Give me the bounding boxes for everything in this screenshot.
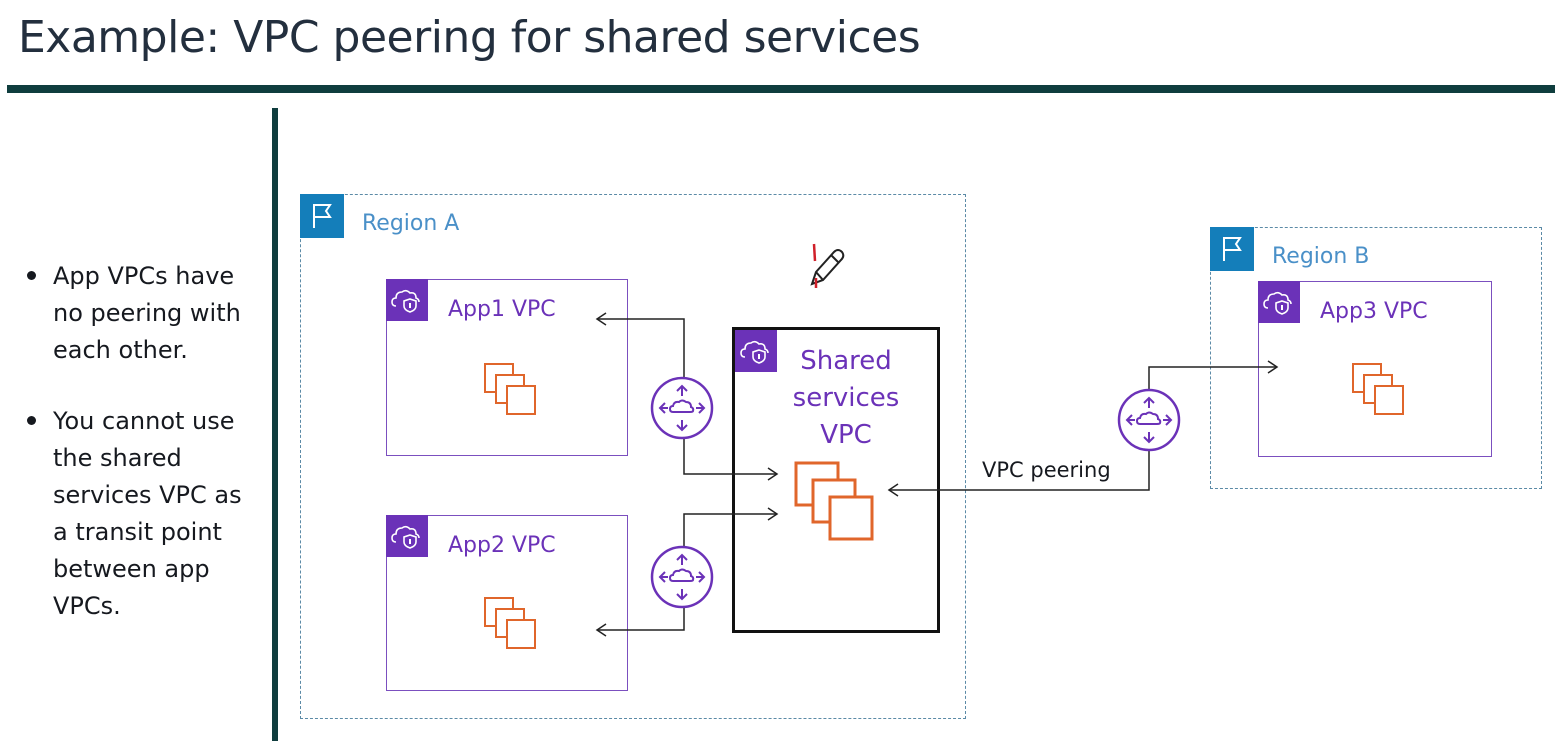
ec2-instances-icon [794,461,874,541]
vpc-cloud-shield-icon [735,330,777,372]
region-b-label: Region B [1272,244,1370,269]
app3-vpc-box: App3 VPC [1258,281,1492,457]
shared-services-vpc-label: Shared services VPC [735,343,937,454]
app2-vpc-box: App2 VPC [386,515,628,691]
ec2-instances-icon [1352,363,1404,415]
shared-label-line3: VPC [820,420,872,450]
app1-arrowhead [595,312,607,326]
page-title: Example: VPC peering for shared services [18,12,921,63]
region-a-box: Region A [300,194,966,719]
title-divider [7,85,1555,93]
peering-router-icon [650,545,714,609]
peering-router-icon [1117,388,1181,452]
bullet-list: App VPCs have no peering with each other… [24,258,259,659]
flag-icon [1210,227,1254,271]
vertical-divider [272,108,278,741]
bullet-no-peering: App VPCs have no peering with each other… [24,258,259,369]
region-b-box: Region B [1210,227,1542,489]
vpc-cloud-shield-icon [1258,281,1300,323]
bullet-no-transit: You cannot use the shared services VPC a… [24,403,259,625]
shared-from-peering-arrowhead [887,483,899,497]
app3-vpc-label: App3 VPC [1320,299,1428,324]
shared-from-app1-arrowhead [767,467,779,481]
pencil-icon [810,243,845,288]
ec2-instances-icon [484,363,536,415]
app3-arrowhead [1267,360,1279,374]
ec2-instances-icon [484,597,536,649]
flag-icon [300,194,344,238]
app1-vpc-box: App1 VPC [386,279,628,456]
shared-services-vpc-box: Shared services VPC [732,327,940,633]
peering-router-icon [650,376,714,440]
shared-label-line2: services [792,383,900,413]
vpc-cloud-shield-icon [386,279,428,321]
vpc-peering-label: VPC peering [982,458,1111,482]
app1-vpc-label: App1 VPC [448,297,556,322]
app2-vpc-label: App2 VPC [448,533,556,558]
region-a-label: Region A [362,211,460,236]
shared-label-line1: Shared [800,346,892,376]
shared-from-app2-arrowhead [767,507,779,521]
app2-arrowhead [595,623,607,637]
vpc-cloud-shield-icon [386,515,428,557]
